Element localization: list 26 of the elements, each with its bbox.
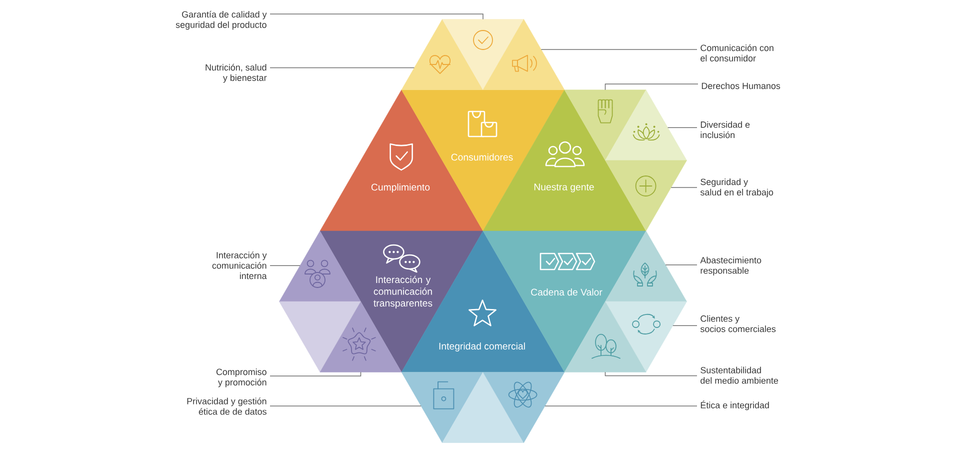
- leader-line: [672, 325, 698, 326]
- callout-label: Garantía de calidad y seguridad del producto: [176, 10, 267, 30]
- callout-label: Compromiso y promoción: [216, 368, 266, 388]
- leader-line: [270, 67, 415, 68]
- callout-label: Nutrición, salud y bienestar: [206, 64, 267, 83]
- leader-line: [270, 14, 484, 20]
- callout-label: Derechos Humanos: [702, 82, 780, 90]
- triangle-segment: [442, 372, 524, 443]
- leader-line: [604, 84, 698, 90]
- callout-label: Comunicación con el consumidor: [700, 44, 774, 62]
- leader-line: [665, 264, 698, 266]
- callout-label: Privacidad y gestión ética de de datos: [187, 398, 266, 415]
- callout-label: Clientes y socios comerciales: [700, 315, 776, 332]
- callout-label: Ética e integridad: [700, 400, 769, 410]
- leader-line: [270, 265, 300, 266]
- leader-line: [604, 372, 698, 376]
- callout-label: Seguridad y salud en el trabajo: [700, 178, 774, 198]
- leader-line: [540, 49, 698, 50]
- callout-label: Abastecimiento responsable: [700, 256, 762, 276]
- leader-line: [270, 372, 362, 376]
- callout-label: Sustentabilidad del medio ambiente: [700, 366, 778, 384]
- triangle-segment: [279, 301, 361, 372]
- callout-label: Interacción y comunicación interna: [212, 252, 267, 280]
- leader-line: [670, 187, 698, 188]
- callout-label: Diversidad e inclusión: [700, 121, 750, 138]
- leader-line: [667, 127, 698, 128]
